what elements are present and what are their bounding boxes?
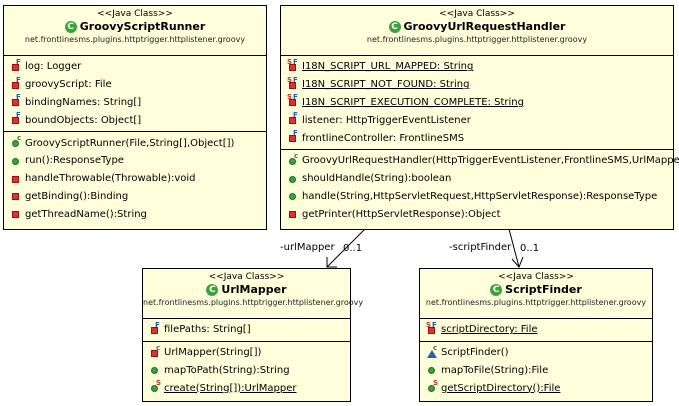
class-icon: C: [388, 21, 401, 33]
class-scriptfinder[interactable]: <<Java Class>> C ScriptFinder net.frontl…: [419, 268, 653, 402]
public-method-icon: [287, 190, 299, 202]
private-final-field-icon: F: [10, 111, 22, 126]
method-row: mapToPath(String):String: [143, 362, 350, 380]
stereotype-label: <<Java Class>>: [97, 9, 173, 19]
private-method-icon: [10, 208, 22, 220]
class-name: GroovyScriptRunner: [79, 20, 206, 33]
association-urlmapper-multiplicity: 0..1: [343, 243, 363, 254]
association-urlmapper-role: -urlMapper: [280, 242, 335, 253]
constructor-icon: c: [10, 134, 22, 149]
private-final-field-icon: F: [287, 129, 299, 144]
private-constructor-icon: c: [149, 344, 161, 359]
private-method-icon: [10, 173, 22, 185]
class-urlmapper[interactable]: <<Java Class>> C UrlMapper net.frontline…: [142, 268, 364, 402]
private-final-field-icon: F: [287, 111, 299, 126]
public-method-icon: [426, 364, 438, 376]
package-label: net.frontlinesms.plugins.httptrigger.htt…: [425, 298, 647, 307]
package-label: net.frontlinesms.plugins.httptrigger.htt…: [366, 35, 588, 44]
method-row: getPrinter(HttpServletResponse):Object: [281, 205, 673, 223]
association-scriptfinder-multiplicity: 0..1: [520, 243, 540, 254]
class-name: ScriptFinder: [505, 283, 582, 296]
private-method-icon: [10, 190, 22, 202]
public-method-icon: [287, 173, 299, 185]
class-name: UrlMapper: [221, 283, 287, 296]
static-method-icon: S: [149, 379, 161, 394]
association-scriptfinder-role: -scriptFinder: [449, 242, 512, 253]
class-groovyscriptrunner[interactable]: <<Java Class>> C GroovyScriptRunner net.…: [3, 5, 267, 230]
class-name: GroovyUrlRequestHandler: [403, 20, 566, 33]
class-icon: C: [64, 21, 77, 33]
class-groovyurlrequesthandler[interactable]: <<Java Class>> C GroovyUrlRequestHandler…: [280, 5, 679, 230]
private-final-field-icon: F: [10, 76, 22, 91]
association-urlmapper-line: [326, 228, 366, 268]
protected-constructor-icon: c: [426, 344, 438, 359]
static-method-icon: S: [426, 379, 438, 394]
private-method-icon: [287, 208, 299, 220]
private-final-field-icon: F: [10, 58, 22, 73]
stereotype-label: <<Java Class>>: [208, 272, 285, 282]
association-scriptfinder-arrowhead: [511, 256, 524, 268]
public-method-icon: [10, 155, 22, 167]
constructor-icon: c: [287, 152, 299, 167]
class-icon: C: [206, 284, 219, 296]
stereotype-label: <<Java Class>>: [498, 272, 574, 282]
stereotype-label: <<Java Class>>: [439, 9, 515, 19]
association-urlmapper-arrowhead: [326, 257, 337, 268]
package-label: net.frontlinesms.plugins.httptrigger.htt…: [143, 298, 364, 307]
method-row: handleThrowable(Throwable):void: [4, 170, 266, 188]
method-row: handle(String,HttpServletRequest,HttpSer…: [281, 188, 673, 206]
association-scriptfinder-line: [508, 228, 520, 268]
method-row: mapToFile(String):File: [420, 362, 652, 380]
method-row: getThreadName():String: [4, 205, 266, 223]
class-icon: C: [490, 284, 503, 296]
private-final-field-icon: F: [149, 321, 161, 336]
public-method-icon: [149, 364, 161, 376]
method-row: run():ResponseType: [4, 152, 266, 170]
method-row: shouldHandle(String):boolean: [281, 170, 673, 188]
method-row: getBinding():Binding: [4, 188, 266, 206]
private-final-field-icon: F: [10, 93, 22, 108]
package-label: net.frontlinesms.plugins.httptrigger.htt…: [24, 35, 246, 44]
